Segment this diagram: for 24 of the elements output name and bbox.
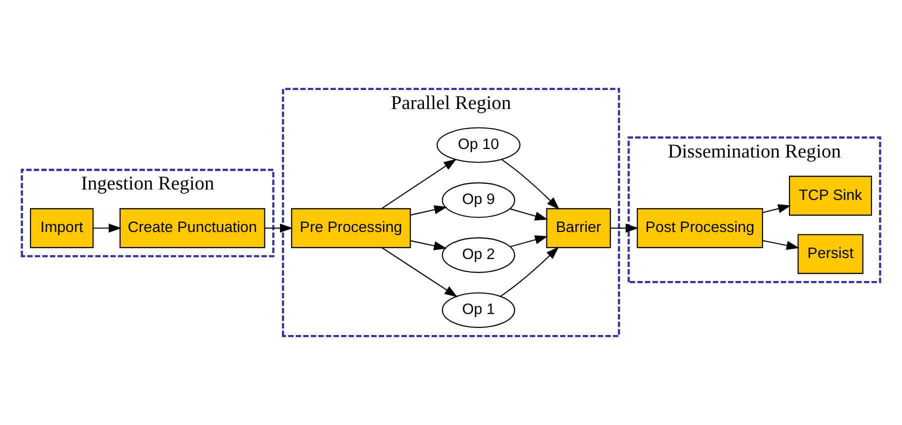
node-box: Create Punctuation xyxy=(120,208,266,248)
node-box: Post Processing xyxy=(636,208,764,248)
arrow xyxy=(264,224,293,233)
node-box: Barrier xyxy=(546,208,611,248)
arrow xyxy=(410,240,447,250)
arrow xyxy=(762,240,800,250)
arrow xyxy=(501,159,560,210)
arrow xyxy=(381,158,457,210)
arrow xyxy=(410,205,448,216)
arrow xyxy=(381,247,458,298)
node-ellipse: Op 10 xyxy=(436,127,520,163)
node-ellipse: Op 2 xyxy=(442,237,516,273)
arrow xyxy=(510,208,548,220)
node-ellipse: Op 9 xyxy=(442,182,516,218)
node-box: Persist xyxy=(798,234,864,274)
arrow xyxy=(93,224,122,233)
arrow xyxy=(762,204,792,214)
node-ellipse: Op 1 xyxy=(442,292,516,328)
node-box: Pre Processing xyxy=(291,208,411,248)
arrow xyxy=(610,224,639,233)
arrow xyxy=(510,235,548,248)
node-box: Import xyxy=(30,208,94,248)
arrow xyxy=(500,246,559,297)
node-box: TCP Sink xyxy=(788,176,872,216)
